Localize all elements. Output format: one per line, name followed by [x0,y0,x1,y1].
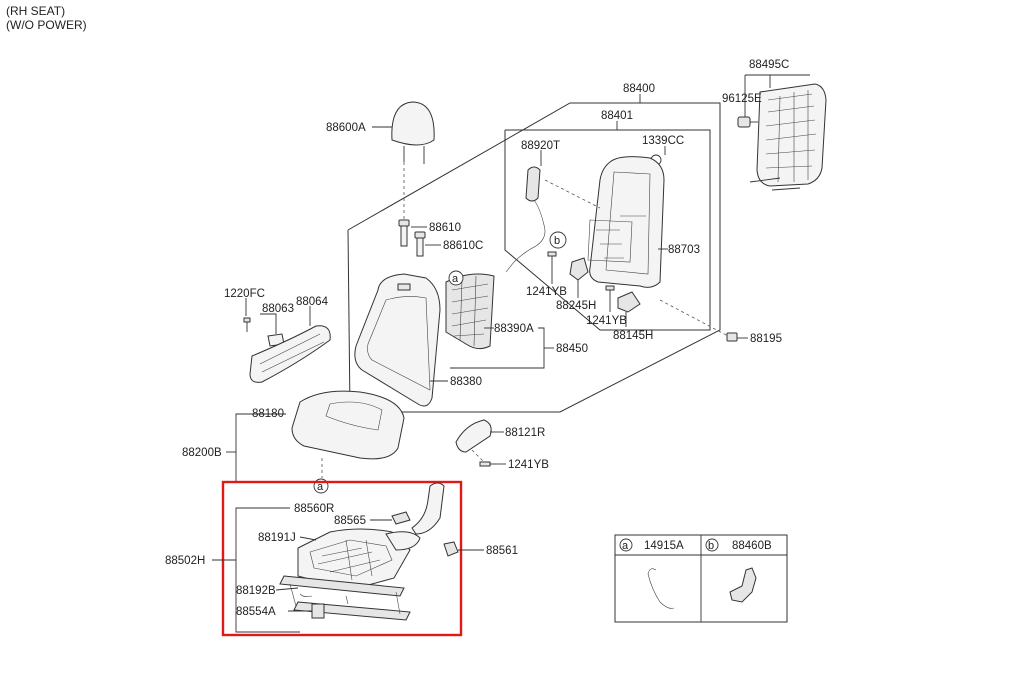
label-88554a: 88554A [236,606,276,618]
label-88610: 88610 [429,222,461,234]
seat-back-pad-88390a [445,273,495,350]
label-88195: 88195 [750,333,782,345]
header-line-1: (RH SEAT) [6,4,65,18]
seat-back-frame-88703 [544,156,665,288]
callout-a-bottom: a [317,481,324,493]
header-line-2: (W/O POWER) [6,18,87,32]
label-88565: 88565 [334,515,366,527]
label-88610c: 88610C [443,240,483,252]
label-88180: 88180 [252,408,284,420]
label-1241yb-a: 1241YB [526,286,567,298]
label-88920t: 88920T [521,140,560,152]
highlight-box [221,480,463,637]
callout-a-top: a [452,273,459,285]
label-88191j: 88191J [258,532,296,544]
legend-a-part: 14915A [644,540,684,552]
label-1339cc: 1339CC [642,135,684,147]
label-1241yb-b: 1241YB [586,315,627,327]
legend-a-letter: a [622,540,629,552]
label-88703: 88703 [668,244,700,256]
label-88561: 88561 [486,545,518,557]
label-1241yb-c: 1241YB [508,459,549,471]
legend-table [614,534,788,623]
seat-back-panel-88495c [737,83,827,191]
legend-b-letter: b [708,540,714,552]
label-88145h: 88145H [613,330,653,342]
headrest-guides [398,219,441,257]
seat-track-assembly-88502h [279,482,459,621]
label-88400: 88400 [623,83,655,95]
label-88390a: 88390A [494,323,534,335]
label-1220fc: 1220FC [224,288,265,300]
label-88192b: 88192B [236,585,276,597]
legend-b-part: 88460B [732,540,772,552]
label-88560r: 88560R [294,503,334,515]
label-88380: 88380 [450,376,482,388]
label-88064: 88064 [296,296,329,308]
headrest-88600a [391,101,435,220]
label-88600a: 88600A [326,122,366,134]
recliner-cover-88121r [455,419,492,467]
recliner-parts [547,231,641,327]
callout-b: b [554,235,560,247]
seat-cushion-88180 [291,390,405,460]
label-88063: 88063 [262,303,294,315]
bolt-88195 [659,299,738,342]
label-88200b: 88200B [182,447,222,459]
label-88401: 88401 [601,110,633,122]
label-88502h: 88502H [165,555,205,567]
label-96125e: 96125E [722,93,762,105]
side-cover-88064 [243,317,331,383]
label-88450: 88450 [556,343,588,355]
label-88495c: 88495C [749,59,789,71]
label-88245h: 88245H [556,300,596,312]
seat-back-cover-88380 [354,273,441,407]
label-88121r: 88121R [505,427,545,439]
